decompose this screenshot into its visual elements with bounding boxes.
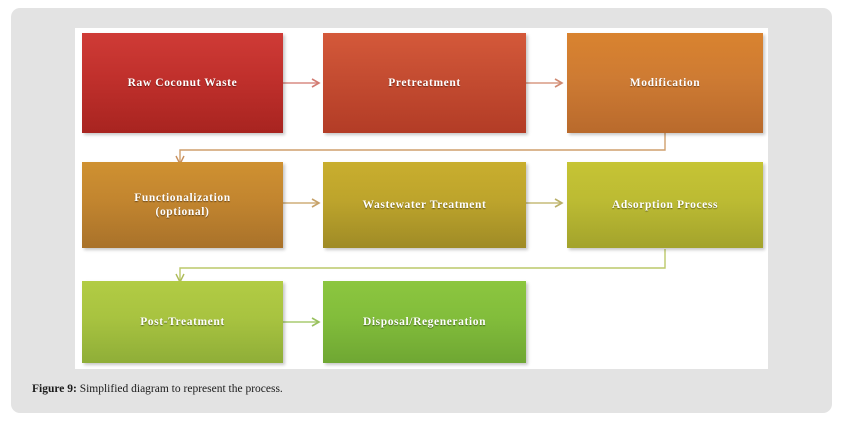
edge-functionalization-to-wastewater (283, 198, 321, 208)
diagram-canvas: Raw Coconut Waste Pretreatment Modificat… (75, 28, 768, 369)
node-label: Adsorption Process (611, 198, 719, 211)
figure-card: Raw Coconut Waste Pretreatment Modificat… (11, 8, 832, 413)
edge-pretreatment-to-modification (526, 78, 564, 88)
node-label: Pretreatment (388, 76, 461, 89)
edge-wastewater-to-adsorption (526, 198, 564, 208)
node-label: Modification (629, 76, 701, 89)
node-adsorption-process[interactable]: Adsorption Process (567, 162, 763, 248)
node-label: Raw Coconut Waste (127, 76, 238, 89)
figure-caption-label: Figure 9: (32, 383, 77, 395)
node-label-sub: (optional) (155, 206, 210, 218)
figure-caption-text: Simplified diagram to represent the proc… (76, 383, 283, 395)
figure-caption: Figure 9: Simplified diagram to represen… (32, 383, 792, 395)
node-post-treatment[interactable]: Post-Treatment (82, 281, 283, 363)
node-pretreatment[interactable]: Pretreatment (323, 33, 526, 133)
edge-raw-to-pretreatment (283, 78, 321, 88)
node-label: Post-Treatment (140, 315, 225, 328)
node-label-block: Functionalization (optional) (134, 191, 230, 220)
edge-post-treatment-to-disposal (283, 317, 321, 327)
node-label: Functionalization (134, 191, 231, 204)
node-label: Wastewater Treatment (362, 198, 487, 211)
node-functionalization[interactable]: Functionalization (optional) (82, 162, 283, 248)
node-modification[interactable]: Modification (567, 33, 763, 133)
node-label: Disposal/Regeneration (362, 315, 487, 328)
node-disposal-regeneration[interactable]: Disposal/Regeneration (323, 281, 526, 363)
edge-modification-to-functionalization (175, 133, 666, 166)
node-raw-coconut-waste[interactable]: Raw Coconut Waste (82, 33, 283, 133)
edge-adsorption-to-post-treatment (175, 249, 666, 284)
node-wastewater-treatment[interactable]: Wastewater Treatment (323, 162, 526, 248)
